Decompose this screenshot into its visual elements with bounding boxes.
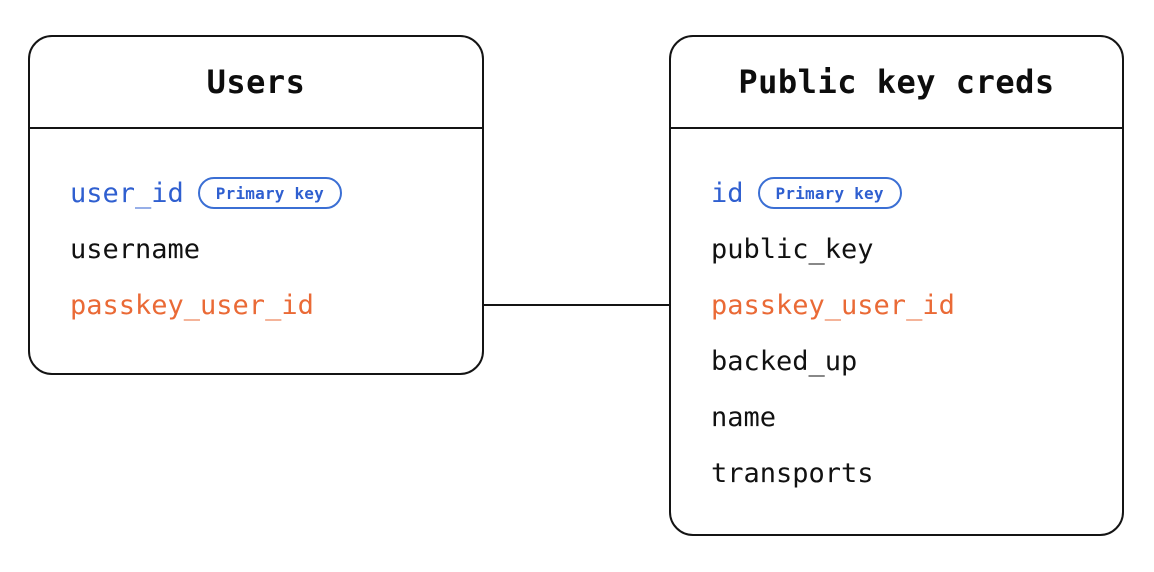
- field-name-id: id: [711, 177, 744, 209]
- entity-users-header: Users: [30, 37, 482, 129]
- field-name-public-key: public_key: [711, 233, 874, 265]
- entity-users-title: Users: [206, 63, 306, 101]
- field-name-passkey-user-id: passkey_user_id: [70, 289, 314, 321]
- field-row[interactable]: public_key: [711, 221, 1100, 277]
- field-name-username: username: [70, 233, 201, 265]
- field-name-name: name: [711, 401, 777, 433]
- field-row[interactable]: passkey_user_id: [711, 277, 1100, 333]
- field-name-passkey-user-id: passkey_user_id: [711, 289, 955, 321]
- primary-key-badge: Primary key: [757, 177, 902, 209]
- field-row[interactable]: user_id Primary key: [70, 165, 460, 221]
- entity-public-key-creds-title: Public key creds: [738, 63, 1055, 101]
- entity-public-key-creds[interactable]: Public key creds id Primary key public_k…: [669, 35, 1124, 536]
- entity-public-key-creds-header: Public key creds: [671, 37, 1122, 129]
- field-name-user-id: user_id: [70, 177, 184, 209]
- entity-users-field-list: user_id Primary key username passkey_use…: [30, 129, 482, 333]
- field-row[interactable]: passkey_user_id: [70, 277, 460, 333]
- field-row[interactable]: name: [711, 389, 1100, 445]
- entity-users[interactable]: Users user_id Primary key username passk…: [28, 35, 484, 375]
- field-row[interactable]: id Primary key: [711, 165, 1100, 221]
- field-row[interactable]: transports: [711, 445, 1100, 501]
- field-name-backed-up: backed_up: [711, 345, 858, 377]
- entity-public-key-creds-field-list: id Primary key public_key passkey_user_i…: [671, 129, 1122, 501]
- primary-key-badge: Primary key: [197, 177, 342, 209]
- field-row[interactable]: backed_up: [711, 333, 1100, 389]
- field-row[interactable]: username: [70, 221, 460, 277]
- relationship-connector-users-to-public-key-creds: [482, 304, 671, 306]
- field-name-transports: transports: [711, 457, 874, 489]
